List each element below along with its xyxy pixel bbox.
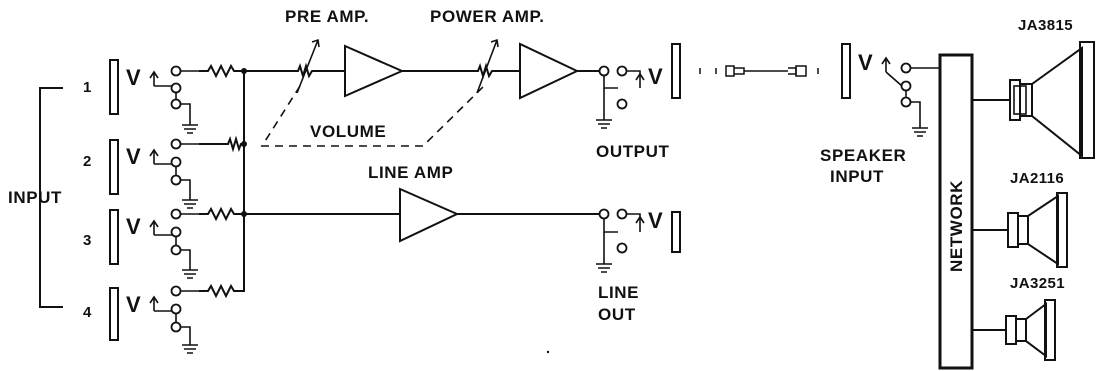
input-number-2: 2 [83, 153, 92, 170]
power-amp-triangle [519, 42, 580, 100]
power-amp-volume-arrow [476, 38, 499, 94]
volume-label: VOLUME [310, 122, 386, 141]
speaker-input-label-line2: INPUT [830, 167, 884, 186]
jack-glyph: V [858, 50, 873, 75]
speaker-label-ja3251: JA3251 [1010, 275, 1065, 292]
speaker-input-jack: V [841, 43, 940, 137]
speaker-label-ja3815: JA3815 [1018, 17, 1073, 34]
output-label: OUTPUT [596, 142, 669, 161]
network-box [938, 53, 974, 370]
jack-glyph: V [648, 208, 663, 233]
jack-glyph: V [126, 292, 141, 317]
speaker-ja3251-icon [971, 299, 1056, 361]
speaker-ja2116-icon [971, 192, 1068, 268]
jack-glyph: V [126, 144, 141, 169]
input-number-1: 1 [83, 79, 92, 96]
input-jack-4: V [109, 285, 200, 354]
line-out-label-line2: OUT [598, 305, 636, 324]
input-jack-1: V [109, 59, 200, 134]
input-bracket [39, 87, 63, 308]
speaker-ja3815-icon [971, 41, 1095, 159]
pre-amp-signal-wire [243, 62, 346, 80]
output-jack: V [596, 43, 681, 129]
speaker-label-ja2116: JA2116 [1010, 170, 1064, 187]
speaker-input-label-line1: SPEAKER [820, 146, 906, 165]
line-out-jack: V [596, 208, 681, 273]
input-number-3: 3 [83, 232, 92, 249]
jack-glyph: V [648, 64, 663, 89]
volume-gang-link [260, 85, 485, 147]
line-amp-triangle [399, 187, 460, 243]
line-amp-label: LINE AMP [368, 163, 453, 182]
pre-amp-triangle [344, 44, 405, 98]
pre-amp-volume-arrow [296, 38, 320, 94]
input-number-4: 4 [83, 304, 92, 321]
input-jack-3: V [109, 208, 200, 279]
scan-speck [546, 350, 550, 354]
network-label: NETWORK [947, 180, 966, 272]
input-jack-2: V [109, 138, 200, 209]
pre-amp-label: PRE AMP. [285, 7, 369, 26]
line-out-label-line1: LINE [598, 283, 639, 302]
power-amp-signal-wire [401, 62, 521, 80]
speaker-cable [699, 65, 819, 77]
mixing-bus [241, 68, 247, 292]
mixing-resistors [199, 63, 245, 299]
input-label: INPUT [8, 188, 62, 207]
power-amp-label: POWER AMP. [430, 7, 545, 26]
jack-glyph: V [126, 214, 141, 239]
jack-glyph: V [126, 65, 141, 90]
